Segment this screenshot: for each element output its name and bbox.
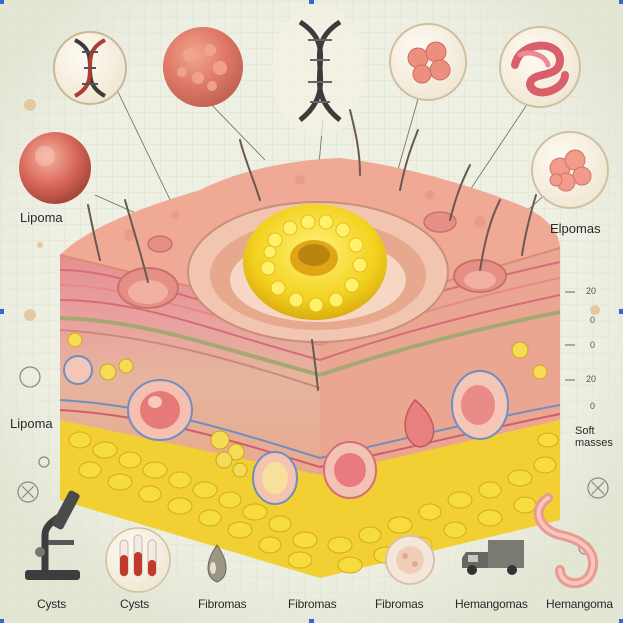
cyst-sphere-icon bbox=[19, 132, 91, 204]
label-soft-line1: Soft bbox=[575, 425, 595, 437]
bottom-label-hemangoma: Hemangoma bbox=[546, 597, 613, 611]
bottom-label-hemangomas: Hemangomas bbox=[455, 597, 528, 611]
lipoma-cluster-icon bbox=[531, 131, 609, 209]
scale-mark-5: 0 bbox=[590, 401, 596, 411]
label-elpomas: Elpomas bbox=[550, 221, 601, 236]
label-lipoma-top: Lipoma bbox=[20, 210, 63, 225]
label-soft-masses: Soft masses bbox=[575, 425, 623, 449]
scale-mark-4: 20 bbox=[586, 374, 597, 384]
scale-mark-3: 0 bbox=[590, 340, 596, 350]
bottom-label-fibromas-3: Fibromas bbox=[375, 597, 424, 611]
vessel-icon bbox=[533, 493, 599, 589]
bottom-label-fibromas-1: Fibromas bbox=[198, 597, 247, 611]
scale-mark-1: 20 bbox=[586, 286, 597, 296]
dna-icon bbox=[272, 4, 364, 136]
fibroma-icon bbox=[389, 23, 467, 101]
bottom-label-cysts-2: Cysts bbox=[120, 597, 150, 611]
lipoma-mass bbox=[243, 204, 387, 320]
label-lipoma-mid: Lipoma bbox=[10, 416, 53, 431]
scale-mark-2: 0 bbox=[590, 315, 596, 325]
hemangioma-icon bbox=[499, 26, 581, 108]
microscope-icon bbox=[25, 490, 80, 580]
dna-icon bbox=[53, 31, 127, 105]
petri-dish-icon bbox=[385, 535, 435, 585]
truck-icon bbox=[462, 540, 524, 575]
tissue-sphere-icon bbox=[163, 27, 243, 107]
bottom-label-fibromas-2: Fibromas bbox=[288, 597, 337, 611]
label-soft-line2: masses bbox=[575, 437, 613, 449]
droplet-icon bbox=[207, 544, 227, 583]
bottom-label-cysts-1: Cysts bbox=[37, 597, 67, 611]
test-tubes-icon bbox=[105, 527, 171, 593]
